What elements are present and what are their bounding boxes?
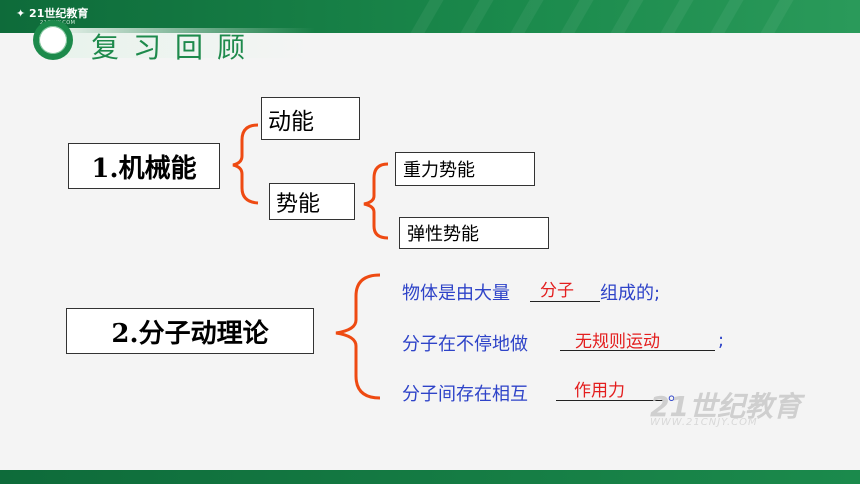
statement-2-underline xyxy=(560,350,715,351)
statement-2-suffix: ; xyxy=(718,330,725,351)
mechanical-energy-box: 1.机械能 xyxy=(68,143,220,189)
runner-icon: ✦ xyxy=(16,7,30,20)
statement-1-suffix: 组成的; xyxy=(600,283,661,304)
kinetic-energy-label: 动能 xyxy=(268,108,314,135)
gravity-potential-label: 重力势能 xyxy=(403,160,475,181)
circle-badge-inner xyxy=(39,26,67,54)
statement-2-answer: 无规则运动 xyxy=(575,332,660,352)
mechanical-energy-label: 1.机械能 xyxy=(91,153,197,184)
kinetic-energy-box: 动能 xyxy=(261,97,360,140)
elastic-potential-box: 弹性势能 xyxy=(399,217,549,249)
bracket-mechanical xyxy=(232,123,259,205)
bracket-molecular xyxy=(335,273,381,400)
gravity-potential-box: 重力势能 xyxy=(395,152,535,186)
elastic-potential-label: 弹性势能 xyxy=(407,224,479,245)
site-logo: ✦ 21世纪教育 xyxy=(16,5,88,21)
review-heading: 复习回顾 xyxy=(33,20,333,64)
statement-2-prefix: 分子在不停地做 xyxy=(402,334,528,355)
logo-text: 21世纪教育 xyxy=(29,7,89,20)
watermark-url: WWW.21CNJY.COM xyxy=(650,417,758,428)
statement-1-prefix: 物体是由大量 xyxy=(402,283,510,304)
watermark-logo: 21世纪教育 xyxy=(650,385,801,425)
statement-3-underline xyxy=(556,400,666,401)
statement-3-prefix: 分子间存在相互 xyxy=(402,384,528,405)
page-title: 复习回顾 xyxy=(91,31,260,64)
potential-energy-label: 势能 xyxy=(276,191,321,217)
statement-1-underline xyxy=(530,301,600,302)
molecular-theory-box: 2.分子动理论 xyxy=(66,308,314,354)
molecular-theory-label: 2.分子动理论 xyxy=(111,318,269,349)
statement-1-answer: 分子 xyxy=(540,281,574,301)
statement-3-suffix: 。 xyxy=(668,384,686,405)
review-band xyxy=(55,28,315,58)
bracket-potential xyxy=(363,162,389,240)
potential-energy-box: 势能 xyxy=(269,183,355,220)
footer-bar xyxy=(0,470,860,484)
statement-3-answer: 作用力 xyxy=(574,381,625,401)
watermark-text: 21世纪教育 xyxy=(650,390,801,423)
